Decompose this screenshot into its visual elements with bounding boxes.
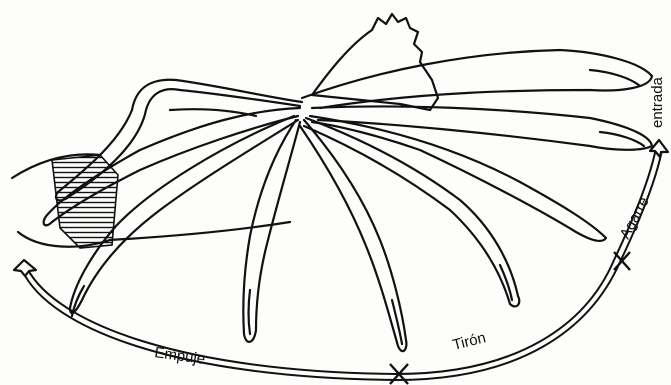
cross-marker-icon bbox=[614, 252, 630, 270]
label-agarre: Agarre bbox=[617, 194, 653, 242]
arrow-head-icon bbox=[650, 140, 668, 157]
arrow-head-icon bbox=[14, 260, 36, 276]
label-empuje: Empuje bbox=[153, 344, 206, 368]
label-tiron: Tirón bbox=[451, 329, 488, 354]
label-entrada: entrada bbox=[649, 76, 666, 128]
swimmer-body bbox=[12, 154, 290, 248]
